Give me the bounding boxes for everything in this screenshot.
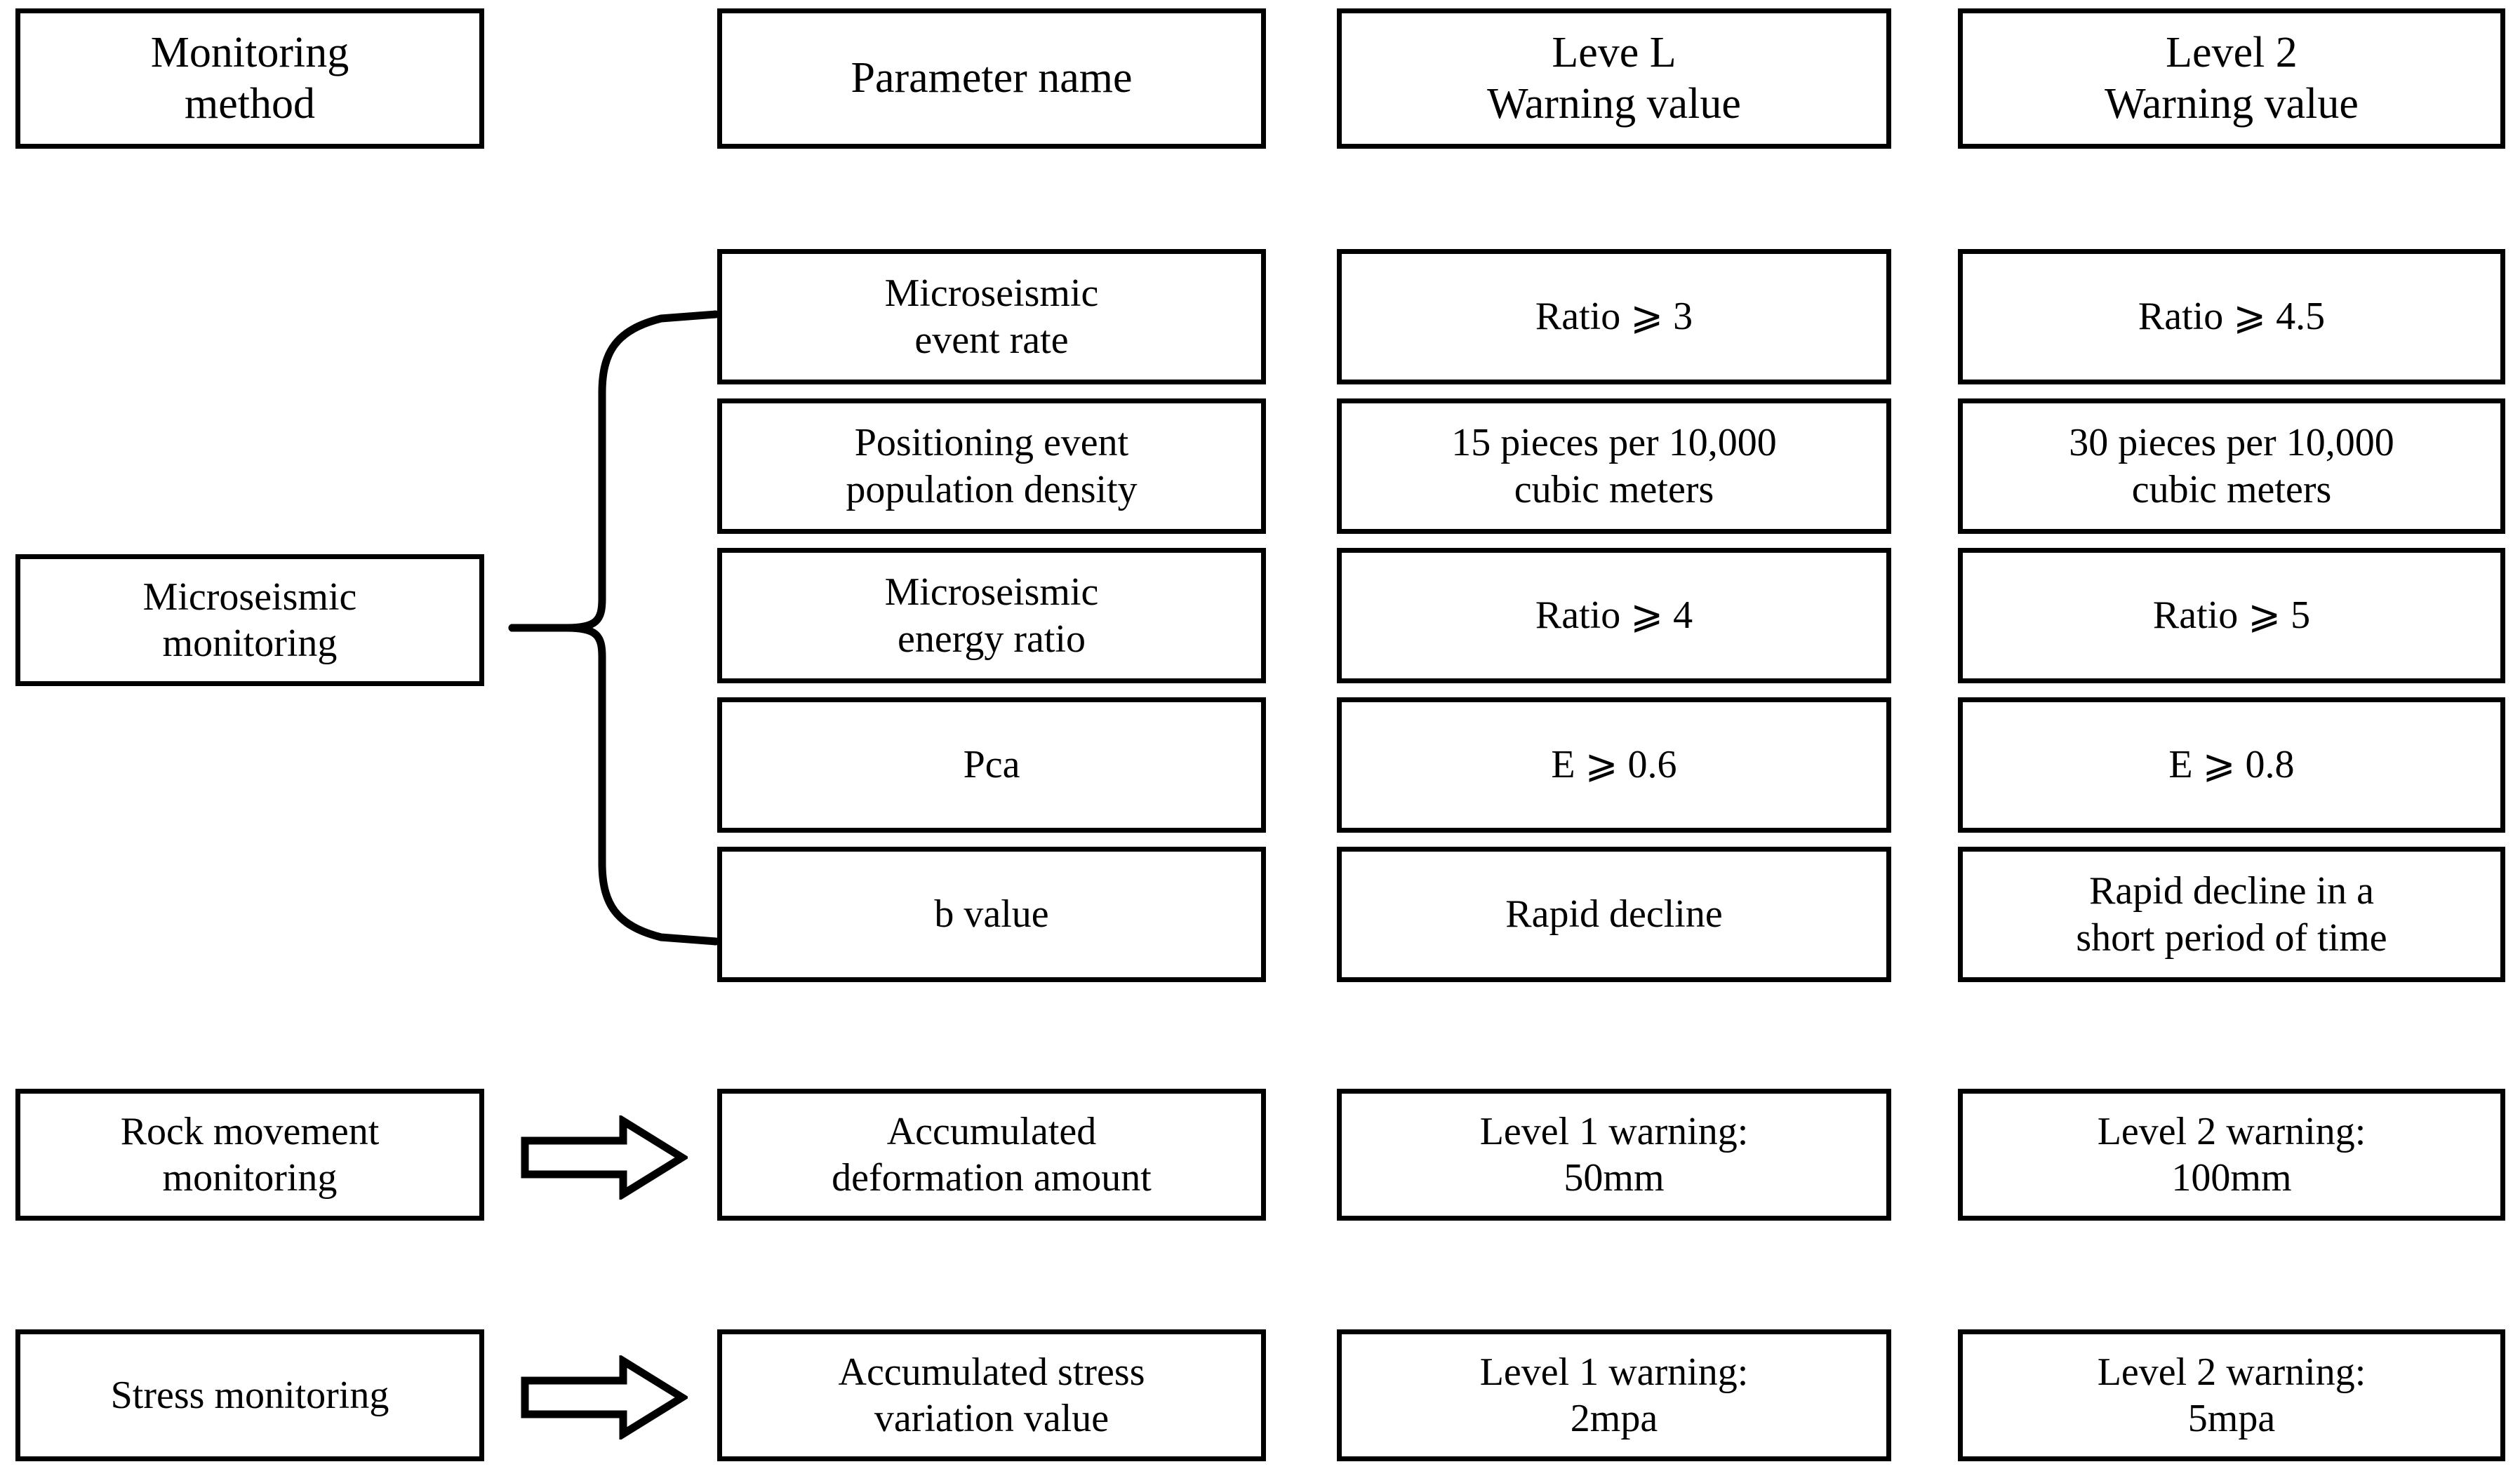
header-parameter-name: Parameter name [717,8,1266,149]
header-level-1-warning-label: Leve L Warning value [1487,28,1741,128]
level2-value: Ratio ⩾ 4.5 [2138,295,2326,339]
method-box-rock-movement-monitoring: Rock movement monitoring [15,1089,484,1221]
level2-box-b-value: Rapid decline in a short period of time [1958,847,2505,982]
level1-value: Level 1 warning: 2mpa [1479,1350,1749,1440]
parameter-label: Accumulated deformation amount [832,1109,1152,1200]
parameter-box-positioning-event-population-density: Positioning event population density [717,398,1266,534]
method-label-rock-movement-monitoring: Rock movement monitoring [120,1109,380,1200]
level1-value: E ⩾ 0.6 [1551,743,1677,787]
parameter-label: Microseismic energy ratio [884,570,1099,661]
level2-value: Level 2 warning: 100mm [2097,1109,2366,1200]
header-monitoring-method-label: Monitoring method [150,28,349,128]
parameter-label: Positioning event population density [846,421,1138,511]
level2-box-positioning-event-population-density: 30 pieces per 10,000 cubic meters [1958,398,2505,534]
header-level-1-warning: Leve L Warning value [1337,8,1891,149]
level2-box-accumulated-deformation-amount: Level 2 warning: 100mm [1958,1089,2505,1221]
level2-value: Level 2 warning: 5mpa [2097,1350,2366,1440]
method-label-microseismic-monitoring: Microseismic monitoring [142,575,357,665]
level2-box-pca: E ⩾ 0.8 [1958,697,2505,833]
level2-box-microseismic-event-rate: Ratio ⩾ 4.5 [1958,249,2505,384]
level1-box-microseismic-event-rate: Ratio ⩾ 3 [1337,249,1891,384]
level1-value: 15 pieces per 10,000 cubic meters [1451,421,1777,511]
parameter-box-pca: Pca [717,697,1266,833]
level2-box-accumulated-stress-variation-value: Level 2 warning: 5mpa [1958,1329,2505,1461]
level2-value: Rapid decline in a short period of time [2076,869,2387,960]
header-level-2-warning: Level 2 Warning value [1958,8,2505,149]
curly-brace-icon [508,310,720,946]
level1-value: Ratio ⩾ 3 [1535,295,1693,339]
parameter-label: Accumulated stress variation value [838,1350,1145,1440]
header-parameter-name-label: Parameter name [851,54,1133,102]
method-label-stress-monitoring: Stress monitoring [110,1373,389,1417]
level1-box-pca: E ⩾ 0.6 [1337,697,1891,833]
header-monitoring-method: Monitoring method [15,8,484,149]
method-box-stress-monitoring: Stress monitoring [15,1329,484,1461]
level1-value: Ratio ⩾ 4 [1535,593,1693,638]
level2-value: E ⩾ 0.8 [2168,743,2295,787]
level1-box-positioning-event-population-density: 15 pieces per 10,000 cubic meters [1337,398,1891,534]
parameter-box-accumulated-stress-variation-value: Accumulated stress variation value [717,1329,1266,1461]
parameter-box-microseismic-energy-ratio: Microseismic energy ratio [717,548,1266,683]
block-arrow-right-icon [521,1355,688,1440]
level1-box-microseismic-energy-ratio: Ratio ⩾ 4 [1337,548,1891,683]
level1-box-accumulated-deformation-amount: Level 1 warning: 50mm [1337,1089,1891,1221]
parameter-label: Pca [963,743,1020,787]
parameter-label: Microseismic event rate [884,271,1099,362]
parameter-box-b-value: b value [717,847,1266,982]
parameter-label: b value [934,892,1049,937]
level1-value: Rapid decline [1505,892,1723,937]
header-level-2-warning-label: Level 2 Warning value [2105,28,2359,128]
level1-value: Level 1 warning: 50mm [1479,1109,1749,1200]
parameter-box-accumulated-deformation-amount: Accumulated deformation amount [717,1089,1266,1221]
parameter-box-microseismic-event-rate: Microseismic event rate [717,249,1266,384]
level2-value: Ratio ⩾ 5 [2152,593,2311,638]
method-box-microseismic-monitoring: Microseismic monitoring [15,554,484,686]
level2-box-microseismic-energy-ratio: Ratio ⩾ 5 [1958,548,2505,683]
level2-value: 30 pieces per 10,000 cubic meters [2069,421,2394,511]
level1-box-b-value: Rapid decline [1337,847,1891,982]
level1-box-accumulated-stress-variation-value: Level 1 warning: 2mpa [1337,1329,1891,1461]
block-arrow-right-icon [521,1115,688,1200]
